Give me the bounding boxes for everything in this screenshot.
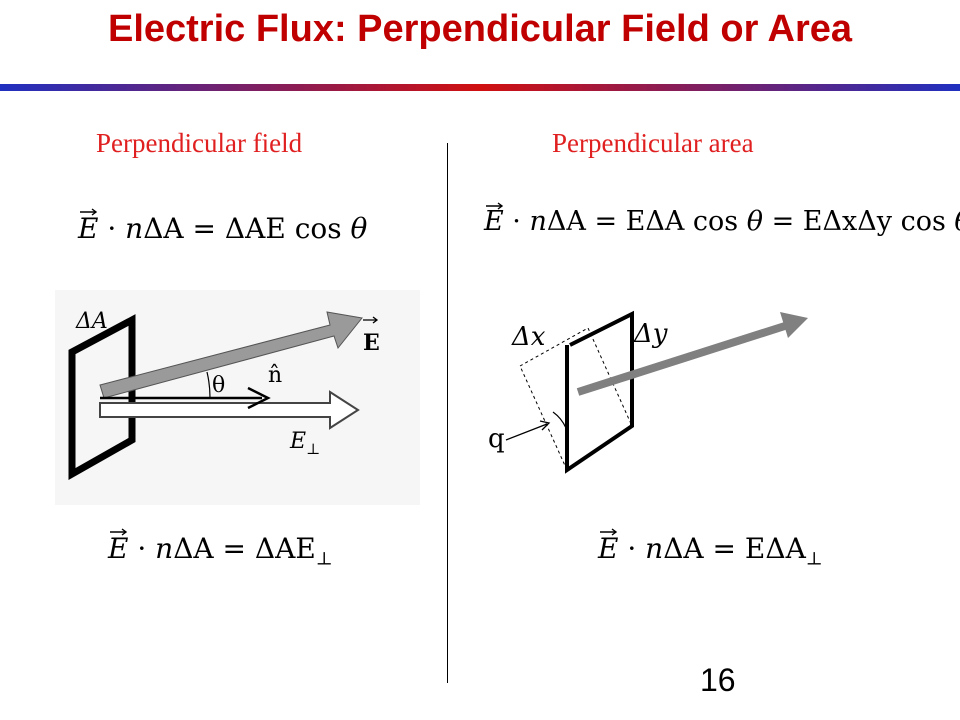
right-flux-equation-bottom: E · nΔA = EΔA⊥ [598, 532, 823, 570]
title-underline [0, 84, 960, 91]
field-vector-arrow [99, 311, 363, 399]
angle-pointer [505, 423, 548, 441]
dy-label: Δy [633, 319, 668, 349]
perpendicular-area-plate [565, 310, 634, 474]
tilted-area-outline [519, 327, 633, 471]
left-flux-equation-top: E · nΔA = ΔAE cos θ [78, 212, 368, 245]
page-number: 16 [700, 662, 736, 698]
slide-title: Electric Flux: Perpendicular Field or Ar… [107, 8, 853, 50]
field-vector-arrow-right [576, 321, 790, 396]
field-arrowhead [780, 312, 808, 338]
perp-field-label: E⊥ [289, 429, 320, 458]
angle-arc [206, 371, 211, 399]
angle-label: θ [212, 373, 225, 398]
left-flux-equation-bottom: E · nΔA = ΔAE⊥ [108, 532, 333, 570]
area-element-plate [68, 314, 136, 481]
tilt-angle-arc [552, 411, 567, 429]
perpendicular-field-heading: Perpendicular field [96, 128, 303, 158]
angle-q-label: q [488, 424, 505, 454]
column-divider [447, 143, 448, 683]
perpendicular-field-arrow [99, 390, 360, 430]
area-label: ΔA [75, 309, 108, 334]
perpendicular-area-heading: Perpendicular area [552, 128, 754, 158]
dx-label: Δx [511, 322, 546, 352]
right-flux-equation-top: E · nΔA = EΔA cos θ = EΔxΔy cos θ [484, 206, 960, 237]
field-label: E [363, 330, 380, 356]
normal-label: n̂ [268, 363, 282, 388]
